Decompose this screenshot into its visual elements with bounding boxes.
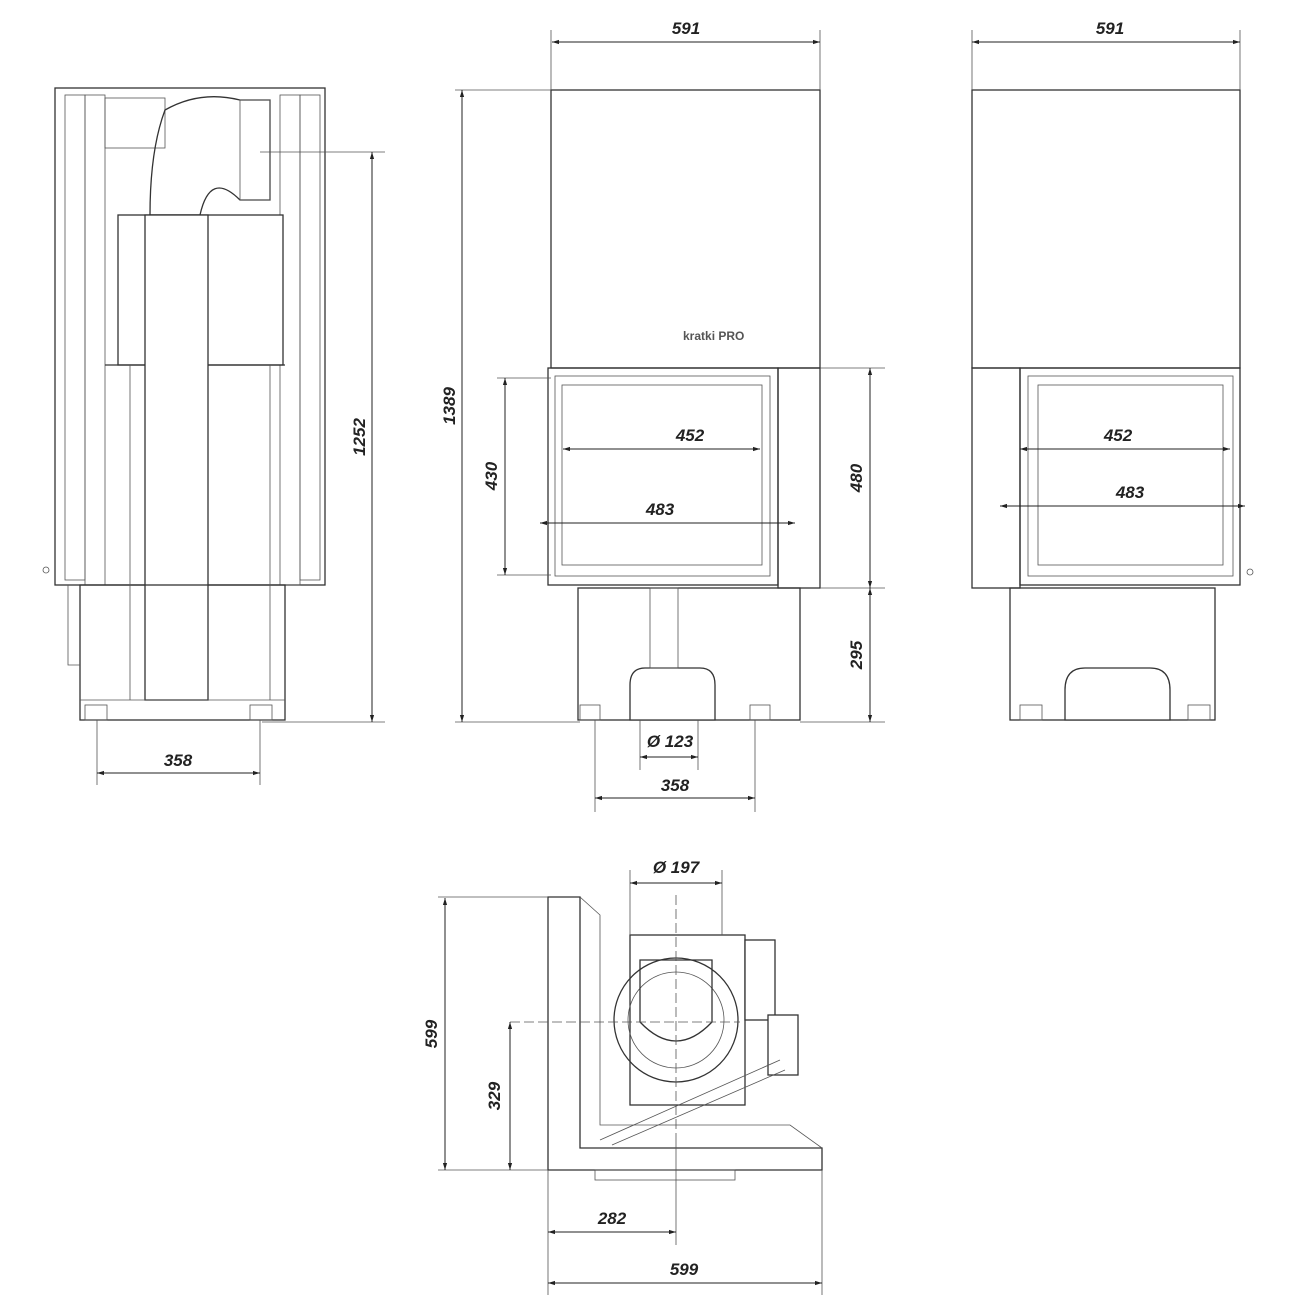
dim-label: 483 [645, 500, 675, 519]
dim-label: 483 [1115, 483, 1145, 502]
dim-label: 1389 [440, 387, 459, 425]
dimension-483-front: 483 [540, 500, 795, 526]
dim-label: 599 [670, 1260, 699, 1279]
dim-label: 282 [597, 1209, 627, 1228]
dimension-1389: 1389 [440, 90, 465, 722]
dimension-358-side: 358 [96, 720, 261, 785]
side-view [42, 87, 385, 723]
dimension-452-right: 452 [1020, 426, 1230, 452]
dim-label: 358 [661, 776, 690, 795]
dim-label: 591 [1096, 19, 1124, 38]
front-view: kratki PRO [455, 30, 885, 723]
dimension-452-front: 452 [563, 426, 760, 452]
dim-label: 358 [164, 751, 193, 770]
dim-label: 452 [1103, 426, 1133, 445]
dimension-329: 329 [485, 1022, 513, 1170]
dimension-295: 295 [847, 588, 873, 722]
dim-label: 591 [672, 19, 700, 38]
dimension-483-right: 483 [1000, 483, 1245, 509]
dimension-591-front: 591 [552, 19, 820, 45]
dim-label: 452 [675, 426, 705, 445]
dimension-591-right: 591 [972, 19, 1240, 45]
dimension-282: 282 [548, 1209, 676, 1235]
dim-label: Ø 123 [647, 732, 694, 751]
dim-label: Ø 197 [653, 858, 701, 877]
dim-label: 430 [482, 461, 501, 491]
dimension-599-width: 599 [548, 1260, 822, 1286]
dim-label: 480 [847, 463, 866, 493]
right-view [971, 30, 1254, 721]
dimension-430: 430 [482, 378, 508, 575]
dimension-599-depth: 599 [422, 898, 448, 1170]
dimension-flue-197: Ø 197 [630, 858, 722, 886]
dim-label: 295 [847, 640, 866, 670]
top-view [438, 870, 823, 1295]
dim-label: 599 [422, 1019, 441, 1048]
dim-label: 329 [485, 1081, 504, 1110]
brand-logo: kratki PRO [683, 329, 744, 343]
dimension-358-front: 358 [594, 720, 756, 812]
dimension-1252: 1252 [350, 152, 375, 722]
dimension-flue-123: Ø 123 [639, 720, 699, 770]
dim-label: 1252 [350, 418, 369, 456]
dimension-480: 480 [847, 368, 873, 588]
